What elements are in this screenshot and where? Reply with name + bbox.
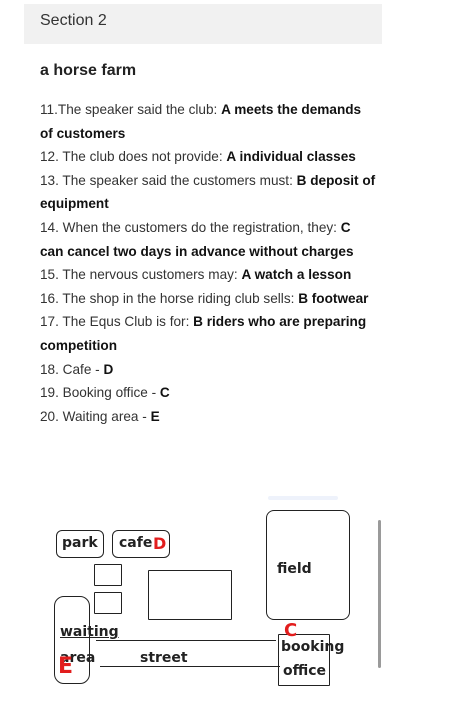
map-street-label: street	[140, 650, 188, 666]
answer-15: A watch a lesson	[241, 267, 352, 283]
map-field-label: field	[277, 561, 312, 577]
answer-11: A meets the demands of customers	[40, 102, 362, 141]
map-building	[148, 570, 232, 620]
answer-14: C can cancel two days in advance without…	[40, 219, 354, 259]
scrollbar[interactable]	[378, 520, 381, 668]
map-waiting-answer: E	[58, 654, 74, 679]
map-street-line-top	[96, 640, 276, 641]
answer-list: 11.The speaker said the club: A meets th…	[40, 98, 376, 428]
answer-16: B footwear	[298, 290, 369, 306]
map-waiting-label: waiting	[60, 624, 119, 640]
section-title: Section 2	[40, 12, 107, 29]
map-field: field	[266, 510, 350, 620]
map-cafe-answer: D	[153, 534, 167, 553]
map-street-line-bottom	[100, 666, 280, 667]
section-header: Section 2	[24, 4, 382, 44]
question-13: 13. The speaker said the customers must:…	[40, 172, 376, 212]
answer-20: E	[150, 408, 160, 424]
page-title: a horse farm	[40, 62, 137, 79]
question-11: 11.The speaker said the club: A meets th…	[40, 102, 362, 141]
map-waiting-area	[54, 596, 90, 684]
map-booking-office: booking office	[278, 634, 344, 686]
question-18: 18. Cafe - D	[40, 361, 114, 377]
answer-17: B riders who are preparing competition	[40, 314, 367, 353]
map-booking-label: booking	[281, 639, 345, 655]
question-15: 15. The nervous customers may: A watch a…	[40, 267, 352, 283]
answer-19: C	[159, 385, 170, 401]
question-16: 16. The shop in the horse riding club se…	[40, 290, 369, 306]
answer-12: A individual classes	[226, 149, 356, 165]
map-cafe: cafe D	[112, 530, 170, 558]
map-park-label: park	[62, 535, 98, 551]
answer-13: B deposit of equipment	[40, 172, 376, 212]
map-park: park	[56, 530, 104, 558]
map-area-label: area	[60, 650, 96, 666]
question-14: 14. When the customers do the registrati…	[40, 219, 354, 259]
question-20: 20. Waiting area - E	[40, 408, 160, 424]
map-office-label: office	[283, 663, 327, 679]
map-cafe-label: cafe	[119, 535, 153, 551]
map-booking-answer: C	[284, 620, 298, 641]
map-square-2	[94, 592, 122, 614]
question-17: 17. The Equs Club is for: B riders who a…	[40, 314, 367, 353]
map-top-mark	[268, 496, 338, 500]
answer-18: D	[103, 361, 114, 377]
question-19: 19. Booking office - C	[40, 385, 170, 401]
map-square-1	[94, 564, 122, 586]
question-12: 12. The club does not provide: A individ…	[40, 149, 356, 165]
farm-map: park cafe D field waiting area E street …	[40, 488, 386, 698]
